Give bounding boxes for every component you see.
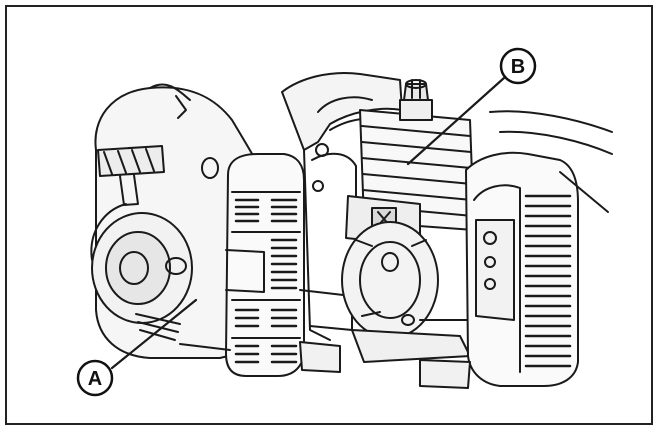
callout-a: A (76, 359, 114, 397)
figure-border (5, 5, 653, 425)
spark-plug (399, 79, 433, 121)
callout-b: B (499, 47, 537, 85)
flywheel-assembly (341, 221, 481, 363)
starter-grip (97, 145, 165, 206)
starter-cover (90, 83, 273, 359)
callout-a-label: A (88, 368, 102, 390)
callout-b-leader (406, 76, 506, 166)
left-vent-panel (225, 153, 305, 377)
callout-a-leader (110, 298, 198, 370)
recoil-starter-hub (90, 203, 193, 324)
callout-b-label: B (511, 56, 525, 78)
right-vent-panel (465, 110, 613, 387)
crankcase-frame (281, 71, 403, 341)
engine-base (179, 341, 471, 389)
